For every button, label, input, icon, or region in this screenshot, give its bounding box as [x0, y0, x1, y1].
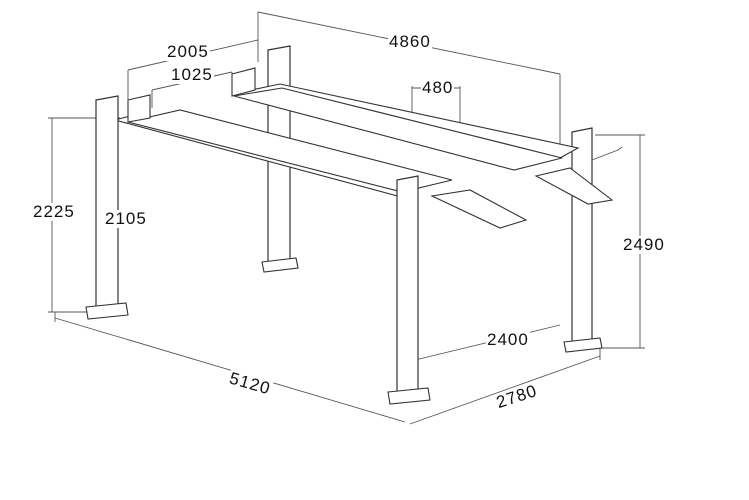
dim-inner-width: 2400: [486, 330, 530, 349]
control-lever: [591, 146, 623, 161]
dim-overall-length: 4860: [388, 32, 432, 51]
wheel-stop-left: [127, 94, 151, 123]
runway-left: [127, 109, 453, 193]
base-plate-front-left: [85, 302, 129, 320]
dim-post-height-rear: 2490: [622, 235, 666, 254]
ramp-left: [430, 189, 528, 229]
dim-lift-height: 2105: [104, 209, 148, 228]
runway-right: [233, 87, 563, 171]
post-front-right: [396, 175, 419, 393]
dim-post-height-front: 2225: [32, 202, 76, 221]
base-plate-back-left: [261, 257, 299, 273]
ramp-right: [534, 167, 614, 205]
dim-runway-gap: 480: [421, 78, 455, 97]
wheel-stop-right: [231, 67, 256, 97]
dim-width-outer: 2005: [166, 42, 210, 61]
post-front-left: [95, 95, 119, 308]
dim-runway-width: 1025: [170, 65, 214, 84]
base-plate-back-right: [563, 337, 603, 353]
base-plate-front-right: [387, 387, 431, 405]
post-back-right: [571, 127, 593, 343]
